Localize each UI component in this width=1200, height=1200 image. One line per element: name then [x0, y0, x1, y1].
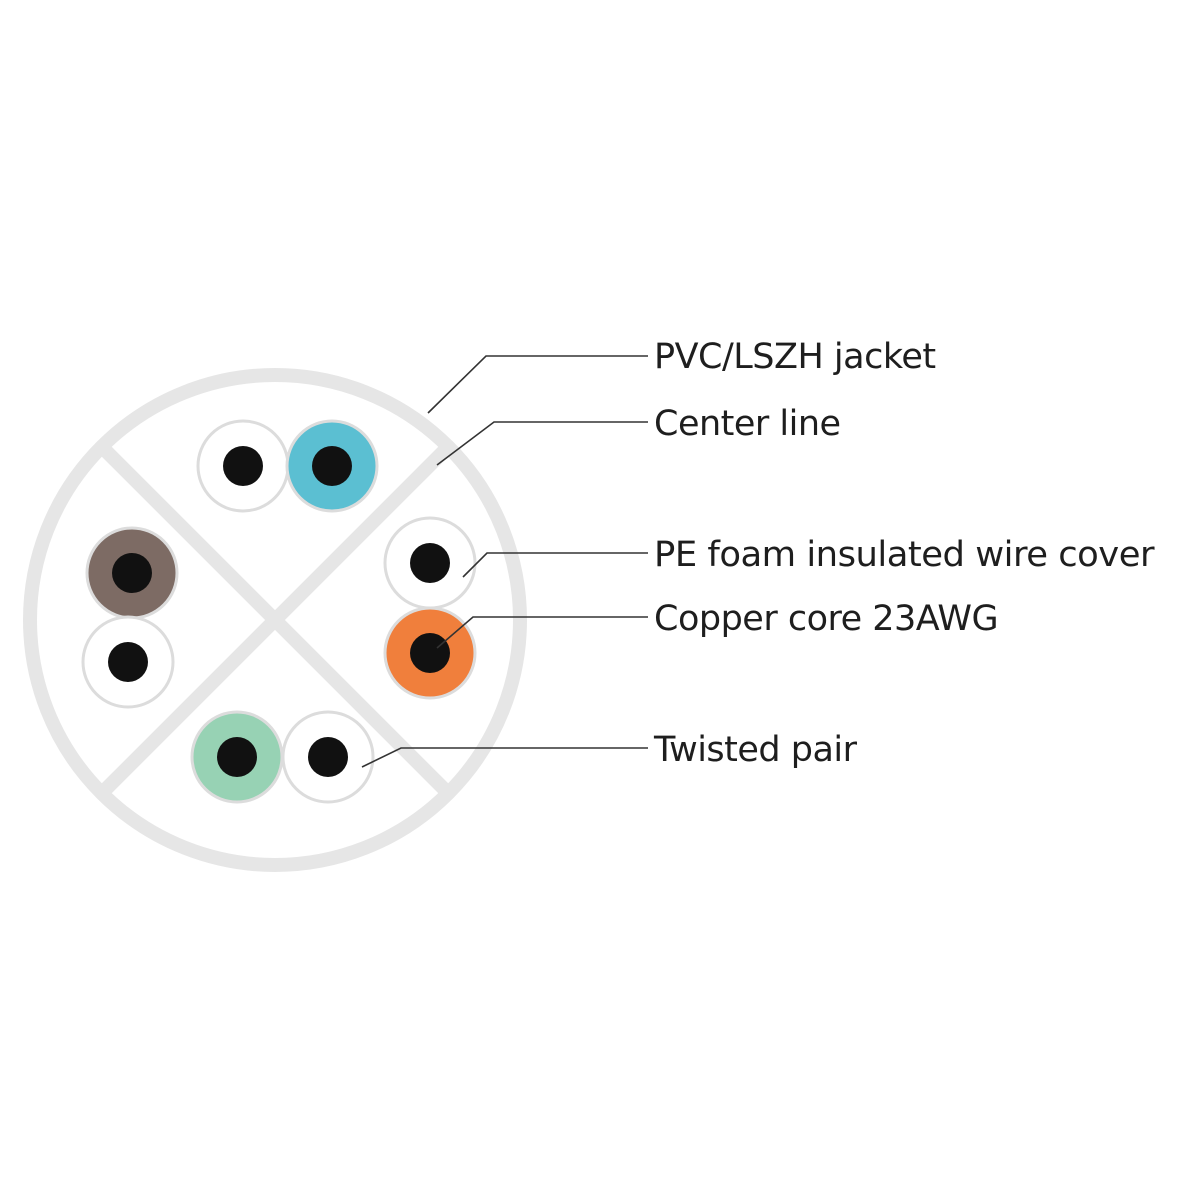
- wire-orange: [383, 606, 477, 700]
- copper-core: [308, 737, 348, 777]
- wire-white: [281, 710, 375, 804]
- label-jacket: PVC/LSZH jacket: [654, 337, 936, 377]
- separator-line-b: [97, 442, 453, 798]
- copper-core: [312, 446, 352, 486]
- wire-white: [383, 516, 477, 610]
- copper-core: [410, 633, 450, 673]
- wire-brown: [85, 526, 179, 620]
- pair-white-orange: [383, 516, 477, 700]
- label-copper-core: Copper core 23AWG: [654, 599, 998, 639]
- pair-white-blue: [196, 419, 379, 513]
- copper-core: [410, 543, 450, 583]
- label-center-line: Center line: [654, 404, 841, 444]
- leader-center-line: [436, 421, 648, 466]
- label-insulation: PE foam insulated wire cover: [654, 535, 1155, 575]
- center-separator: [97, 442, 453, 798]
- copper-core: [108, 642, 148, 682]
- copper-core: [217, 737, 257, 777]
- wire-white: [81, 615, 175, 709]
- leader-jacket: [427, 355, 648, 414]
- leader-twisted-pair: [361, 747, 648, 768]
- leader-lines: [361, 355, 648, 768]
- wire-blue: [285, 419, 379, 513]
- labels: PVC/LSZH jacket Center line PE foam insu…: [653, 337, 1156, 770]
- label-twisted-pair: Twisted pair: [653, 730, 858, 770]
- wire-green: [190, 710, 284, 804]
- leader-insulation: [462, 552, 648, 578]
- wire-white: [196, 419, 290, 513]
- copper-core: [223, 446, 263, 486]
- leader-copper-core: [436, 616, 648, 649]
- pair-green-white: [190, 710, 375, 804]
- copper-core: [112, 553, 152, 593]
- pair-brown-white: [81, 526, 179, 709]
